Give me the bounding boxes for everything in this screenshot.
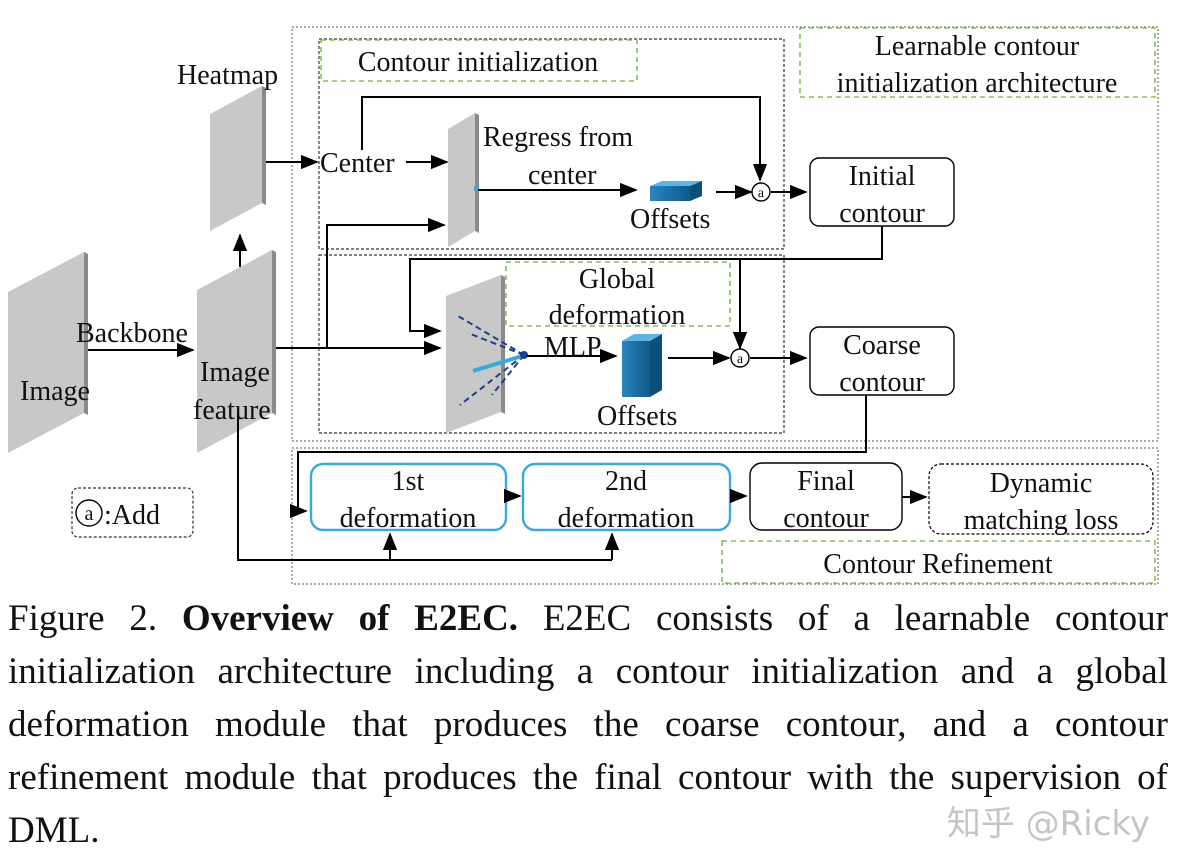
- contour-init-frame: [318, 38, 785, 250]
- image-panel: [8, 252, 84, 453]
- figure-caption: Figure 2. Overview of E2EC. E2EC consist…: [8, 592, 1168, 857]
- global-panel: [446, 275, 501, 433]
- offsets-top-label: Offsets: [630, 204, 710, 235]
- global-focus-point: [520, 351, 528, 359]
- initial-to-global-line: [409, 226, 883, 339]
- global-def-label-line1: Global: [579, 264, 655, 295]
- caption-title: Overview of E2EC.: [181, 598, 519, 639]
- coarse-contour-box: [809, 326, 955, 396]
- image-feature-label-line2: feature: [193, 395, 271, 426]
- second-deformation-line1: 2nd: [605, 466, 647, 497]
- caption-body: E2EC consists of a learnable contour ini…: [8, 598, 1168, 851]
- regress-panel-edge: [475, 113, 479, 233]
- mlp-label: MLP: [544, 332, 602, 363]
- regress-panel: [448, 113, 475, 247]
- image-feature-panel-edge: [272, 250, 276, 415]
- caption-prefix: Figure 2.: [8, 598, 182, 639]
- coarse-contour-line1: Coarse: [843, 330, 921, 361]
- dml-box: [928, 463, 1154, 535]
- offsets-mid-block: [622, 334, 662, 397]
- heatmap-label: Heatmap: [177, 60, 278, 91]
- watermark: 知乎 @Ricky: [946, 804, 1150, 844]
- regress-label-line1: Regress from: [483, 122, 633, 153]
- contour-init-label: Contour initialization: [358, 47, 598, 78]
- initial-contour-line1: Initial: [849, 161, 916, 192]
- legend-add-symbol: a: [85, 503, 94, 525]
- offsets-mid-label: Offsets: [597, 401, 677, 432]
- first-deformation-line2: deformation: [340, 503, 477, 534]
- second-deformation-line2: deformation: [558, 503, 695, 534]
- add-node-1-symbol: a: [758, 186, 765, 201]
- final-contour-line1: Final: [797, 466, 855, 497]
- global-def-label-box: [505, 261, 731, 327]
- learnable-label-box: [799, 27, 1156, 98]
- center-label: Center: [320, 148, 395, 179]
- backbone-label: Backbone: [76, 318, 188, 349]
- heatmap-panel: [210, 86, 262, 231]
- feature-to-regress-line: [326, 217, 446, 348]
- refinement-label: Contour Refinement: [823, 549, 1053, 580]
- refinement-label-box: [721, 540, 1156, 584]
- global-deformation-frame: [318, 254, 785, 434]
- image-feature-panel: [197, 250, 272, 453]
- feature-to-refine-line: [237, 415, 612, 561]
- heatmap-panel-edge: [262, 86, 266, 205]
- global-def-label-line2: deformation: [549, 300, 686, 331]
- learnable-label-line2: initialization architecture: [837, 68, 1118, 99]
- regress-label-line2: center: [528, 160, 597, 191]
- contour-init-label-box: [320, 39, 638, 82]
- learnable-architecture-frame: [291, 26, 1159, 442]
- image-feature-label-line1: Image: [200, 357, 270, 388]
- regress-point: [474, 186, 479, 191]
- global-sampling-rays: [457, 315, 525, 406]
- dml-line2: matching loss: [964, 505, 1119, 536]
- final-contour-line2: contour: [783, 503, 869, 534]
- image-label: Image: [20, 376, 90, 407]
- center-to-add-line: [361, 96, 768, 182]
- global-main-ray: [472, 354, 523, 373]
- dml-line1: Dynamic: [990, 468, 1093, 499]
- e2ec-diagram: Contour initialization Learnable contour…: [8, 26, 1159, 585]
- image-panel-edge: [84, 252, 88, 415]
- initial-contour-line2: contour: [839, 198, 925, 229]
- learnable-label-line1: Learnable contour: [875, 31, 1080, 62]
- legend-add-icon: [75, 499, 103, 527]
- add-node-1: [751, 182, 771, 202]
- coarse-contour-line2: contour: [839, 367, 925, 398]
- legend-box: [71, 487, 194, 538]
- offsets-top-block: [650, 181, 702, 201]
- add-node-2: [730, 348, 750, 368]
- first-deformation-line1: 1st: [392, 466, 425, 497]
- add-node-2-symbol: a: [737, 352, 744, 367]
- legend-add-label: :Add: [104, 500, 160, 531]
- coarse-to-refine-line: [289, 395, 867, 519]
